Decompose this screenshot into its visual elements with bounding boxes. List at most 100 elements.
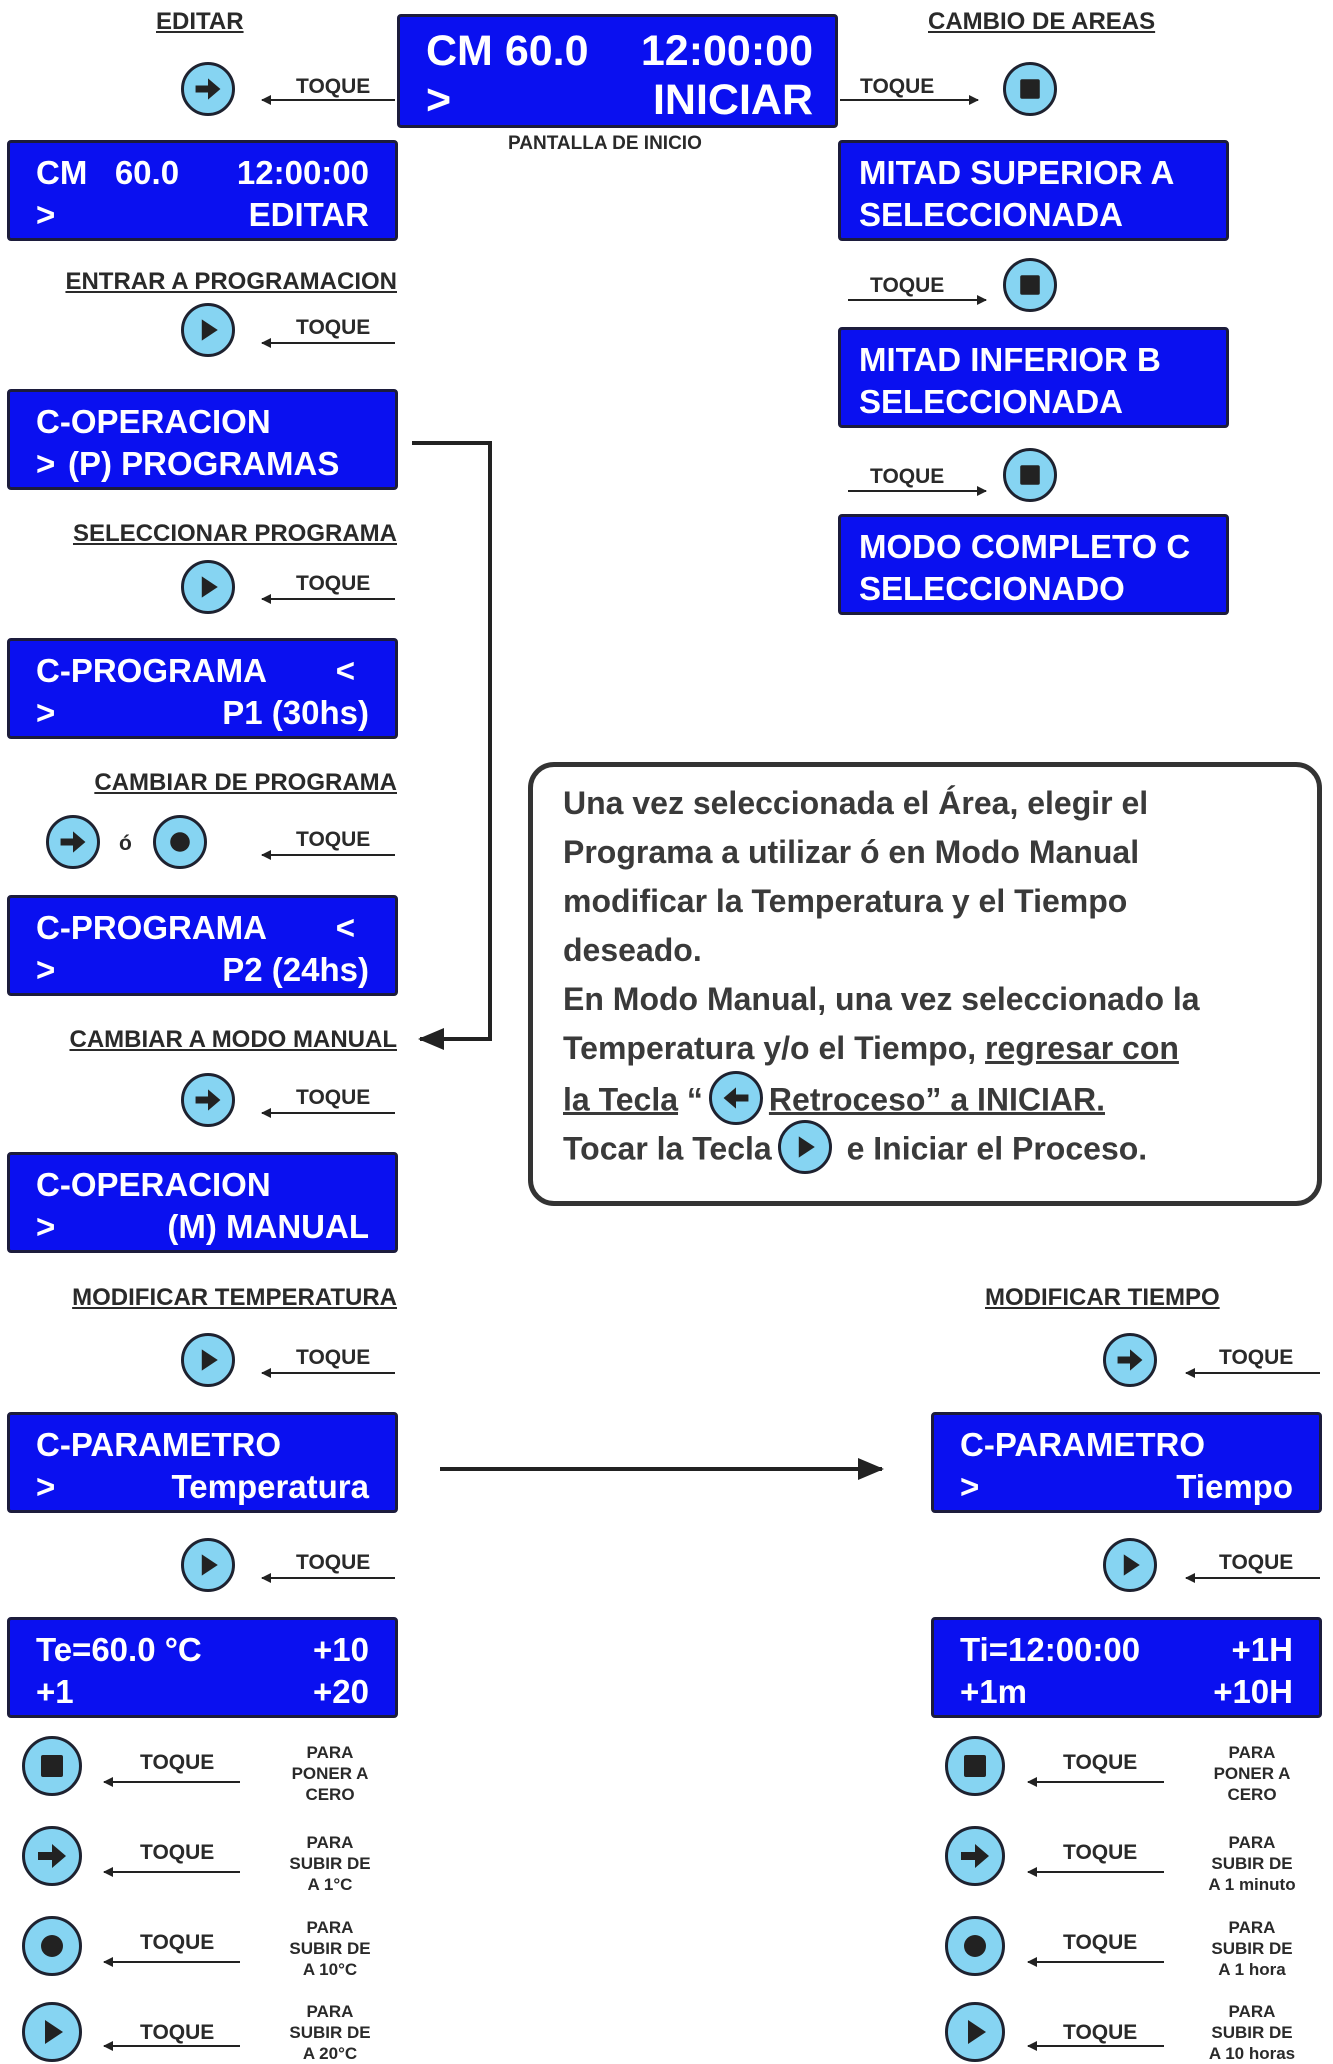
play-button[interactable]: [22, 2002, 82, 2062]
stop-button[interactable]: [1003, 62, 1057, 116]
stop-button[interactable]: [1003, 258, 1057, 312]
arrow-right-button[interactable]: [181, 62, 235, 116]
touch-label: TOQUE: [860, 75, 935, 98]
info-line-4: deseado.: [563, 932, 702, 968]
record-icon: [964, 1935, 986, 1957]
select-program-title: SELECCIONAR PROGRAMA: [72, 520, 397, 547]
arrow-right-button[interactable]: [22, 1826, 82, 1886]
play-icon: [1123, 1554, 1140, 1576]
op-programs: (P) PROGRAMAS: [68, 445, 340, 482]
param-temperature-screen: C-PARAMETRO > Temperatura: [7, 1412, 398, 1513]
arrow-right-button[interactable]: [181, 1073, 235, 1127]
play-button[interactable]: [181, 303, 235, 357]
play-icon: [201, 1349, 218, 1371]
time-value: Ti=12:00:00: [960, 1631, 1141, 1668]
info-line-8a: Tocar la Tecla: [563, 1130, 772, 1167]
arrow-right-button[interactable]: [1103, 1333, 1157, 1387]
play-button[interactable]: [181, 1333, 235, 1387]
area-a-line1: MITAD SUPERIOR A: [859, 154, 1175, 191]
home-mode-temp: CM 60.0: [426, 27, 589, 75]
stop-button[interactable]: [945, 1736, 1005, 1796]
area-b-line2: SELECCIONADA: [859, 383, 1124, 420]
play-icon: [201, 576, 218, 598]
temp-param-title: C-PARAMETRO: [36, 1426, 282, 1463]
operation-programs-screen: C-OPERACION > (P) PROGRAMAS: [7, 389, 398, 490]
enter-programming-title: ENTRAR A PROGRAMACION: [65, 268, 397, 295]
time-step-1h: +1H: [1231, 1631, 1293, 1668]
touch-label: TOQUE: [140, 1751, 215, 1774]
operation-manual-screen: C-OPERACION > (M) MANUAL: [7, 1152, 398, 1253]
touch-label: TOQUE: [140, 1841, 215, 1864]
arrow-right-button[interactable]: [945, 1826, 1005, 1886]
p2-back-marker: <: [335, 909, 355, 946]
play-icon: [45, 2020, 63, 2044]
time-step-1m: +1m: [960, 1673, 1027, 1710]
time-param-cursor: >: [960, 1468, 980, 1505]
info-line-7a: la Tecla: [563, 1081, 679, 1118]
record-button[interactable]: [22, 1916, 82, 1976]
touch-label: TOQUE: [870, 274, 945, 297]
info-line-5: En Modo Manual, una vez seleccionado la: [563, 981, 1200, 1017]
back-button[interactable]: [708, 1071, 763, 1125]
edit-label: EDITAR: [248, 196, 369, 233]
record-button[interactable]: [153, 815, 207, 869]
editar-title: EDITAR: [156, 8, 244, 35]
record-icon: [41, 1935, 63, 1957]
stop-button[interactable]: [1003, 448, 1057, 502]
touch-label: TOQUE: [1063, 1931, 1138, 1954]
area-a-screen: MITAD SUPERIOR A SELECCIONADA: [838, 140, 1229, 241]
touch-label: TOQUE: [140, 1931, 215, 1954]
home-start-label: INICIAR: [652, 76, 813, 124]
play-button[interactable]: [777, 1120, 832, 1174]
stop-icon: [41, 1755, 63, 1777]
home-clock: 12:00:00: [640, 27, 813, 75]
temperature-value-screen: Te=60.0 °C +10 +1 +20: [7, 1617, 398, 1718]
info-line-7c: Retroceso” a INICIAR.: [768, 1081, 1105, 1118]
touch-label: TOQUE: [1219, 1346, 1294, 1369]
touch-label: TOQUE: [1063, 1751, 1138, 1774]
touch-label: TOQUE: [296, 316, 371, 339]
touch-label: TOQUE: [1063, 1841, 1138, 1864]
play-button[interactable]: [1103, 1538, 1157, 1592]
p1-back-marker: <: [335, 652, 355, 689]
record-button[interactable]: [945, 1916, 1005, 1976]
arrow-right-icon: [60, 831, 86, 853]
arrow-right-icon: [1117, 1349, 1143, 1371]
param-time-screen: C-PARAMETRO > Tiempo: [931, 1412, 1322, 1513]
manual-mode-title: CAMBIAR A MODO MANUAL: [69, 1026, 397, 1053]
man-mode: (M) MANUAL: [167, 1208, 369, 1245]
modify-time-title: MODIFICAR TIEMPO: [985, 1284, 1220, 1311]
man-cursor: >: [36, 1208, 56, 1245]
home-caption: PANTALLA DE INICIO: [508, 133, 702, 154]
time-step-10h: +10H: [1213, 1673, 1293, 1710]
stop-button[interactable]: [22, 1736, 82, 1796]
arrow-right-icon: [961, 1844, 989, 1868]
temp-param-name: Temperatura: [171, 1468, 369, 1505]
play-button[interactable]: [945, 2002, 1005, 2062]
area-b-line1: MITAD INFERIOR B: [859, 341, 1161, 378]
play-icon: [968, 2020, 986, 2044]
info-line-2: Programa a utilizar ó en Modo Manual: [563, 834, 1140, 870]
p1-program: P1 (30hs): [222, 694, 369, 731]
time-param-name: Tiempo: [1176, 1468, 1293, 1505]
play-button[interactable]: [181, 1538, 235, 1592]
temp-step-20: +20: [313, 1673, 369, 1710]
play-button[interactable]: [181, 560, 235, 614]
touch-label: TOQUE: [870, 465, 945, 488]
arrow-right-icon: [38, 1844, 66, 1868]
area-c-screen: MODO COMPLETO C SELECCIONADO: [838, 514, 1229, 615]
arrow-right-button[interactable]: [46, 815, 100, 869]
touch-label: TOQUE: [296, 1086, 371, 1109]
home-screen: CM 60.0 12:00:00 > INICIAR: [397, 14, 838, 128]
man-title: C-OPERACION: [36, 1166, 271, 1203]
area-b-screen: MITAD INFERIOR B SELECCIONADA: [838, 327, 1229, 428]
arrow-right-icon: [195, 78, 221, 100]
